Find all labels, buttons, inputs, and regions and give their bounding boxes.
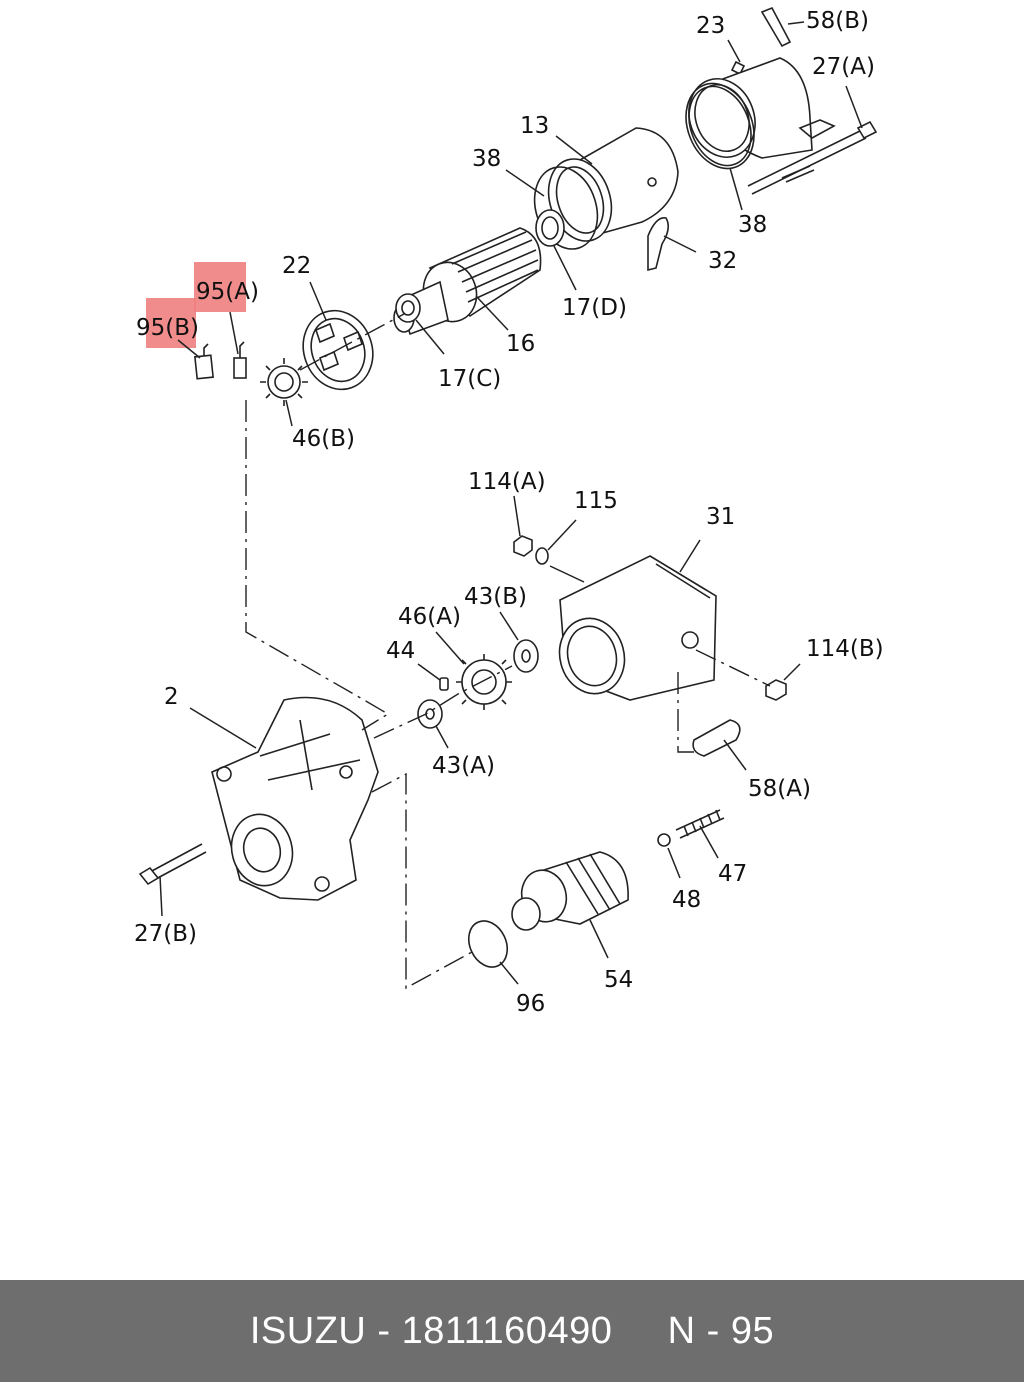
- part-43a: [417, 699, 443, 729]
- label-22: 22: [282, 253, 311, 279]
- part-95b-brush: [194, 343, 214, 380]
- label-27b: 27(B): [134, 921, 197, 947]
- label-43a: 43(A): [432, 753, 495, 779]
- label-38-left: 38: [472, 146, 501, 172]
- part-38-ring-left: [533, 166, 599, 250]
- assembly-line-solenoid: [695, 649, 771, 687]
- diagram-canvas: 23 58(B) 27(A) 13 38 38 32 17(D) 16 17(C…: [134, 6, 884, 1017]
- label-2: 2: [164, 684, 179, 710]
- footer-bar: ISUZU - 1811160490 N - 95: [0, 1280, 1024, 1382]
- label-17c: 17(C): [438, 366, 501, 392]
- label-31: 31: [706, 504, 735, 530]
- label-48: 48: [672, 887, 701, 913]
- label-58b: 58(B): [806, 8, 869, 34]
- highlight-95b: [146, 298, 196, 348]
- label-13: 13: [520, 113, 549, 139]
- leader-lines: [159, 21, 863, 985]
- part-96-oring: [467, 920, 509, 968]
- part-47-spring: [675, 809, 725, 839]
- label-16: 16: [506, 331, 535, 357]
- label-43b: 43(B): [464, 584, 527, 610]
- part-13-yoke: [547, 127, 679, 242]
- part-54-pinion: [511, 851, 629, 931]
- part-27a-bolt: [747, 120, 878, 195]
- label-95a: 95(A): [196, 279, 259, 305]
- part-48-ball: [657, 833, 671, 847]
- assembly-line-lower: [371, 772, 473, 990]
- label-27a: 27(A): [812, 54, 875, 80]
- exploded-parts-diagram: 23 58(B) 27(A) 13 38 38 32 17(D) 16 17(C…: [134, 6, 884, 1017]
- part-17c-bearing: [395, 293, 421, 323]
- part-2-front-housing: [211, 696, 379, 901]
- part-31-solenoid: [558, 555, 717, 701]
- footer-caption: ISUZU - 1811160490 N - 95: [249, 1309, 775, 1352]
- label-23: 23: [696, 13, 725, 39]
- part-95a-brush: [233, 341, 247, 379]
- label-38-right: 38: [738, 212, 767, 238]
- label-32: 32: [708, 248, 737, 274]
- part-114a-nut: [513, 535, 533, 557]
- part-114b-nut: [765, 679, 787, 701]
- assembly-line-left: [245, 400, 390, 731]
- label-95b: 95(B): [136, 315, 199, 341]
- label-17d: 17(D): [562, 295, 627, 321]
- highlight-95a: [194, 262, 246, 312]
- part-58b: [760, 6, 792, 48]
- label-96: 96: [516, 991, 545, 1017]
- label-115: 115: [574, 488, 618, 514]
- label-58a: 58(A): [748, 776, 811, 802]
- label-46b: 46(B): [292, 426, 355, 452]
- part-27b-bolt: [138, 843, 207, 886]
- assembly-line-middle: [373, 665, 513, 739]
- label-114a: 114(A): [468, 469, 546, 495]
- label-114b: 114(B): [806, 636, 884, 662]
- part-38-ring-right: [685, 82, 755, 170]
- assembly-line-boot: [677, 672, 694, 753]
- part-32: [647, 217, 670, 272]
- part-17d-bearing: [535, 209, 565, 247]
- part-115-washer: [535, 547, 549, 565]
- assembly-line-upper: [299, 313, 405, 371]
- label-44: 44: [386, 638, 415, 664]
- label-54: 54: [604, 967, 633, 993]
- label-47: 47: [718, 861, 747, 887]
- part-46a-gear: [456, 654, 512, 710]
- part-58a-boot: [692, 719, 741, 757]
- part-46b-gear: [260, 358, 308, 406]
- part-43b-washer: [513, 639, 539, 673]
- part-44-pin: [439, 677, 449, 691]
- label-46a: 46(A): [398, 604, 461, 630]
